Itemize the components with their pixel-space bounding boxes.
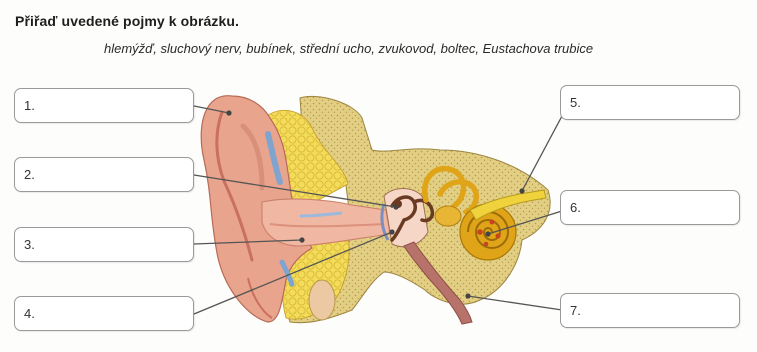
vestibule [435,206,461,226]
answer-box-5-label: 5. [570,95,581,110]
answer-box-6-label: 6. [570,200,581,215]
answer-box-4-label: 4. [24,306,35,321]
answer-box-5[interactable]: 5. [560,85,740,120]
answer-box-7-label: 7. [570,303,581,318]
answer-box-7[interactable]: 7. [560,293,740,328]
answer-box-1-label: 1. [24,98,35,113]
answer-box-2[interactable]: 2. [14,157,194,192]
answer-box-4[interactable]: 4. [14,296,194,331]
answer-box-3-label: 3. [24,237,35,252]
answer-box-1[interactable]: 1. [14,88,194,123]
answer-box-2-label: 2. [24,167,35,182]
answer-box-3[interactable]: 3. [14,227,194,262]
answer-box-6[interactable]: 6. [560,190,740,225]
mastoid-cell [309,280,335,320]
